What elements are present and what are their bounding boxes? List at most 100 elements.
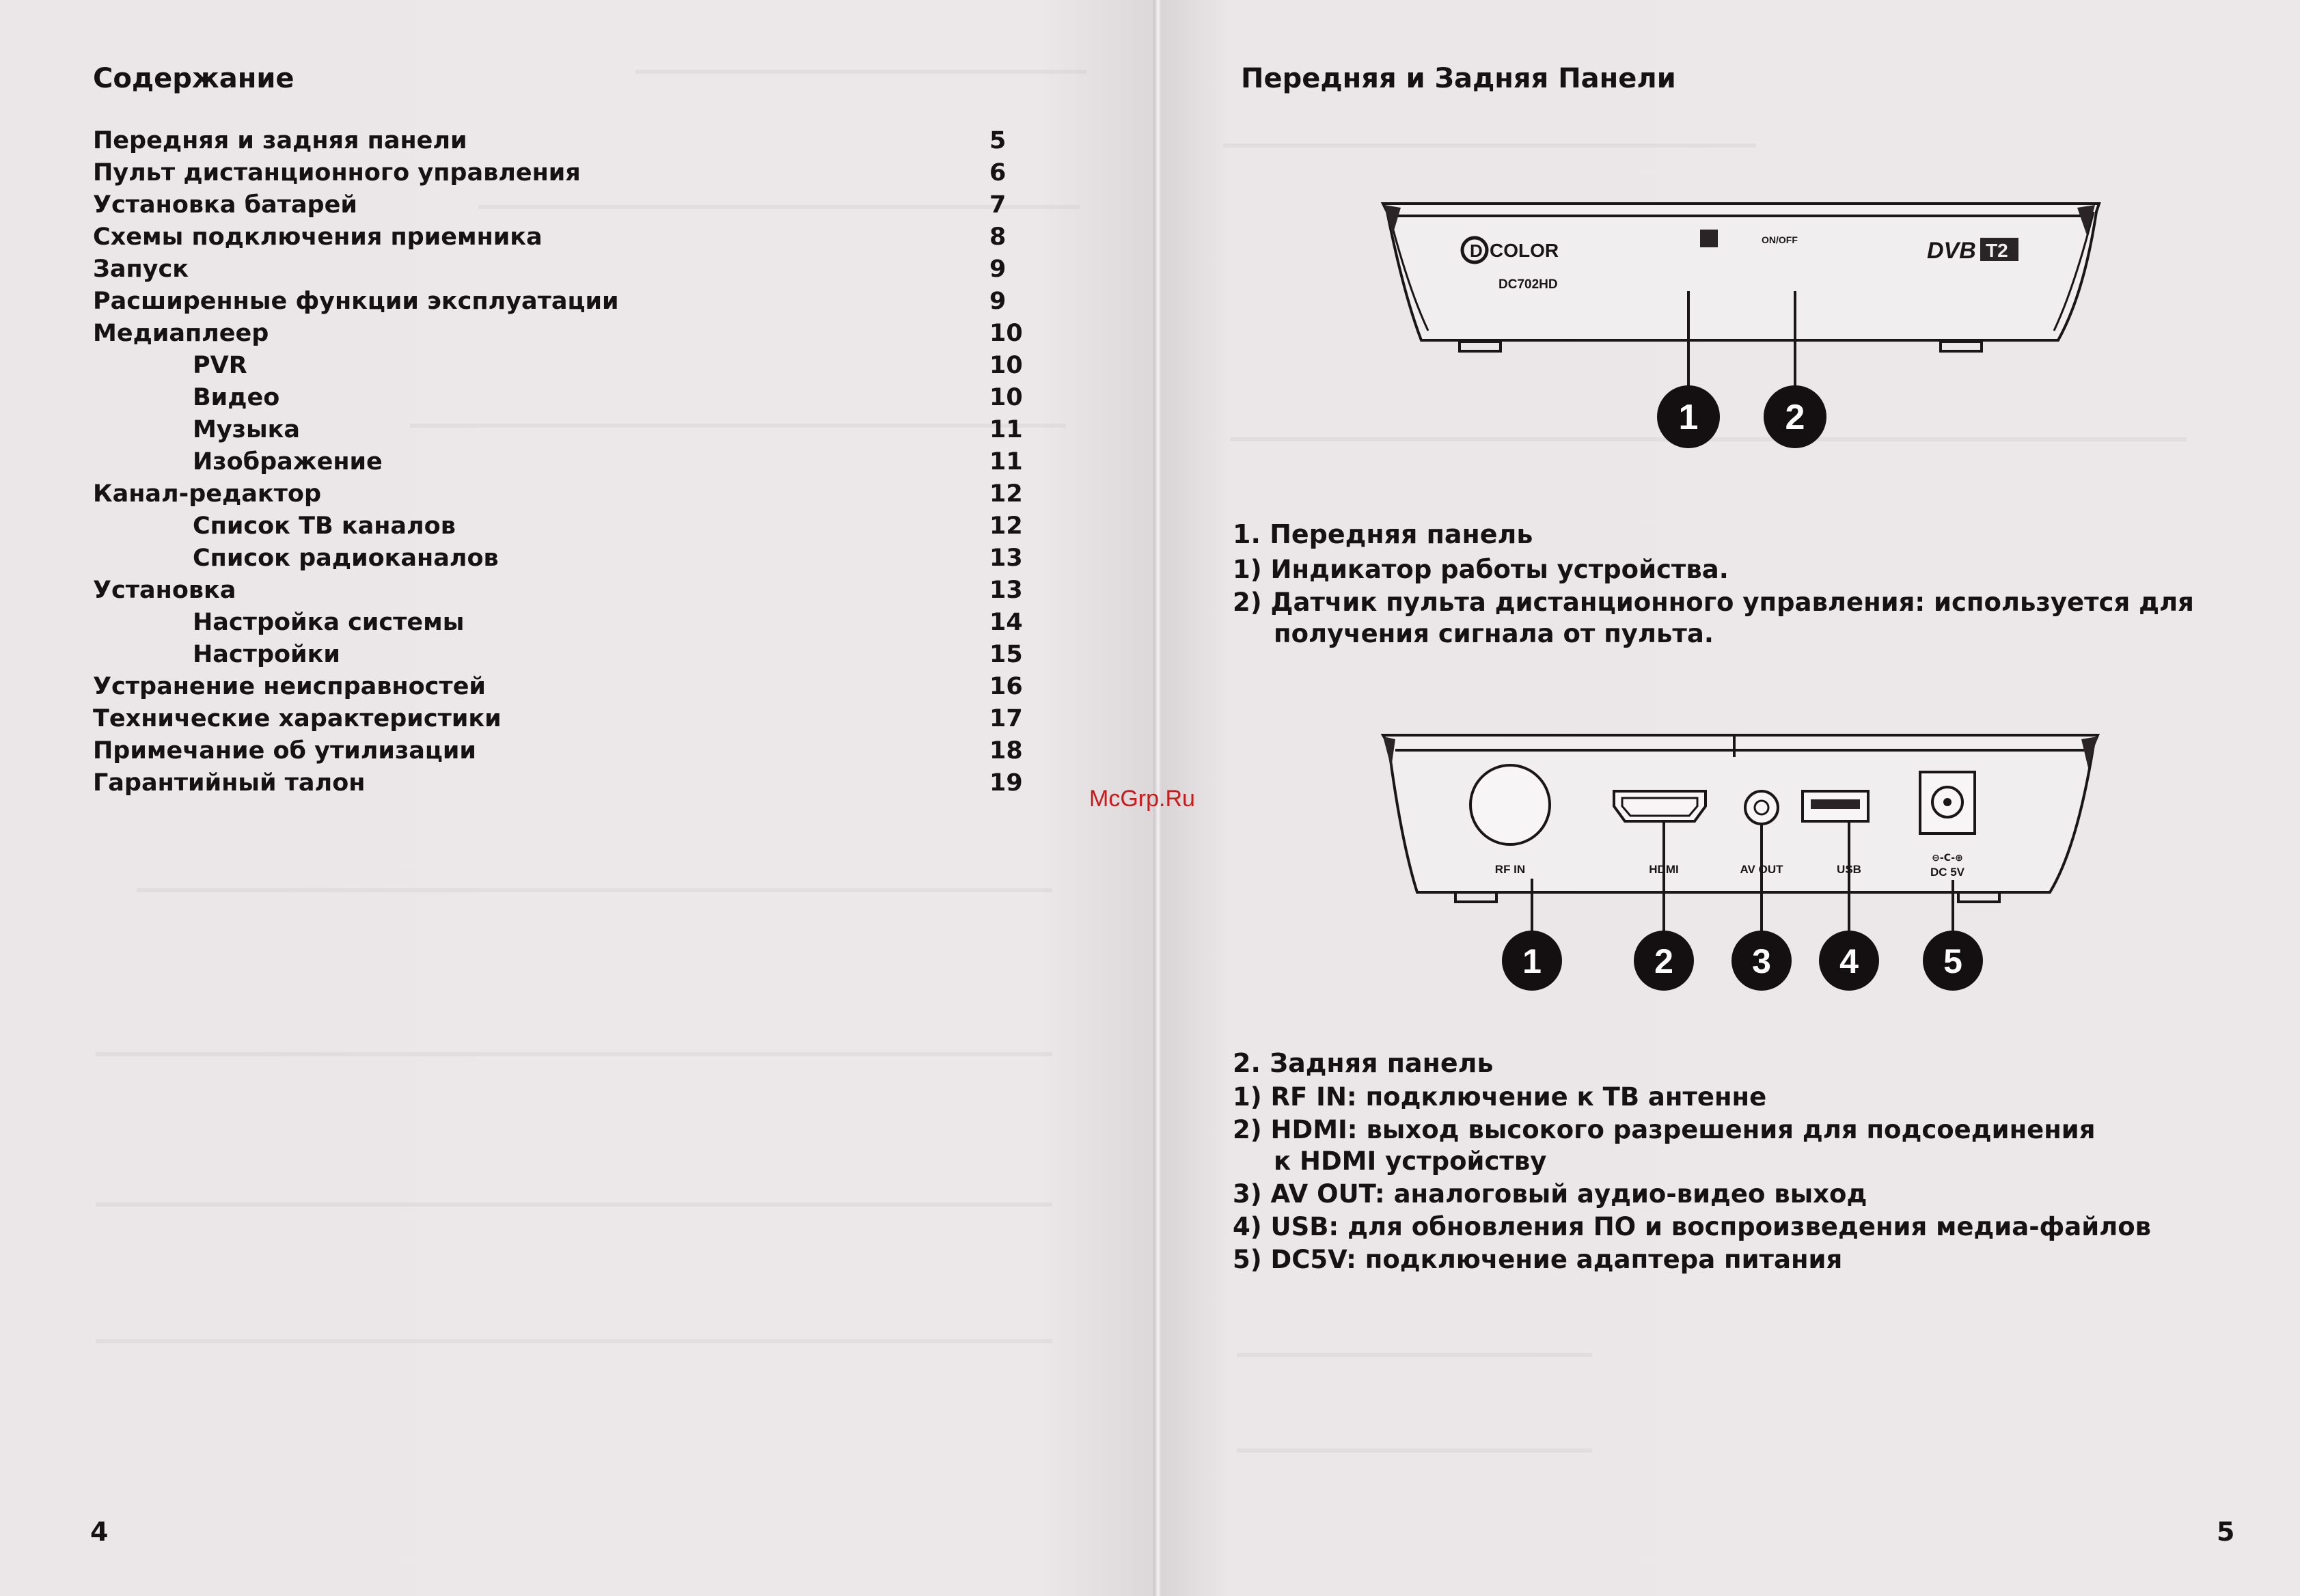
onoff-label: ON/OFF xyxy=(1762,234,1798,245)
front-callout-1: 1 xyxy=(1657,385,1720,448)
toc-entry: Установка батарей 7 xyxy=(93,191,1036,223)
av-out-port xyxy=(1744,790,1779,825)
toc-entry: Музыка 11 xyxy=(93,416,1036,448)
toc-entry-page: 16 xyxy=(989,673,1023,700)
toc-entry: Примечание об утилизации 18 xyxy=(93,737,1036,769)
svg-text:1: 1 xyxy=(1522,942,1542,980)
toc-entry-page: 8 xyxy=(989,223,1007,251)
toc-entry-page: 9 xyxy=(989,256,1007,283)
toc-entry: Изображение 11 xyxy=(93,448,1036,480)
toc-entry-label: Установка xyxy=(93,577,236,604)
toc-entry-label: PVR xyxy=(193,352,247,379)
toc-entry: PVR 10 xyxy=(93,352,1036,384)
svg-text:T2: T2 xyxy=(1986,240,2008,261)
toc-entry-label: Примечание об утилизации xyxy=(93,737,476,765)
toc-entry-page: 11 xyxy=(989,416,1023,443)
toc-entry-page: 10 xyxy=(989,320,1023,347)
toc-entry-label: Запуск xyxy=(93,256,189,283)
toc-entry: Схемы подключения приемника 8 xyxy=(93,223,1036,256)
rear-callout-5: 5 xyxy=(1923,931,1983,991)
toc-entry-label: Расширенные функции эксплуатации xyxy=(93,288,619,315)
toc-entry-label: Схемы подключения приемника xyxy=(93,223,543,251)
rear-callout-3: 3 xyxy=(1731,931,1792,991)
front-item-2: 2) Датчик пульта дистанционного управлен… xyxy=(1233,588,2194,617)
toc-entry-page: 7 xyxy=(989,191,1007,219)
front-panel-heading: 1. Передняя панель xyxy=(1233,519,1533,549)
toc-entry: Видео 10 xyxy=(93,384,1036,416)
toc-entry: Устранение неисправностей 16 xyxy=(93,673,1036,705)
toc-entry: Медиаплеер 10 xyxy=(93,320,1036,352)
toc-entry-page: 18 xyxy=(989,737,1023,765)
toc-entry-label: Изображение xyxy=(193,448,383,476)
toc-entry-page: 17 xyxy=(989,705,1023,732)
dvb-logo: DVB xyxy=(1927,238,1976,264)
toc-entry-label: Настройка системы xyxy=(193,609,465,636)
svg-text:2: 2 xyxy=(1785,398,1805,437)
toc-entry-page: 12 xyxy=(989,512,1023,540)
rear-item-5: 5) DC5V: подключение адаптера питания xyxy=(1233,1245,1843,1274)
toc-entry-label: Установка батарей xyxy=(93,191,357,219)
svg-text:2: 2 xyxy=(1654,942,1673,980)
toc-entry: Расширенные функции эксплуатации 9 xyxy=(93,288,1036,320)
svg-text:⊖-C-⊕: ⊖-C-⊕ xyxy=(1932,853,1963,864)
front-item-2-cont: получения сигнала от пульта. xyxy=(1274,619,1714,648)
watermark-text: McGrp.Ru xyxy=(1089,786,1195,812)
rear-panel-diagram: RF IN HDMI AV OUT USB ⊖-C-⊕ DC 5V 1 xyxy=(1380,734,2100,991)
toc-entry-page: 5 xyxy=(989,127,1007,154)
right-page-title: Передняя и Задняя Панели xyxy=(1241,63,1676,94)
toc-title: Содержание xyxy=(93,63,295,94)
toc-entry: Запуск 9 xyxy=(93,256,1036,288)
svg-text:RF IN: RF IN xyxy=(1495,863,1525,876)
toc-entry-page: 10 xyxy=(989,384,1023,411)
svg-text:DC 5V: DC 5V xyxy=(1930,866,1965,879)
toc-entry: Гарантийный талон 19 xyxy=(93,769,1036,801)
toc-entry-page: 14 xyxy=(989,609,1023,636)
toc-entry-page: 9 xyxy=(989,288,1007,315)
svg-text:5: 5 xyxy=(1943,942,1962,980)
toc-entry-label: Гарантийный талон xyxy=(93,769,366,797)
toc-entry: Настройка системы 14 xyxy=(93,609,1036,641)
toc-entry: Технические характеристики 17 xyxy=(93,705,1036,737)
rear-callout-2: 2 xyxy=(1634,931,1694,991)
power-indicator xyxy=(1700,230,1718,247)
rear-item-1: 1) RF IN: подключение к ТВ антенне xyxy=(1233,1082,1767,1112)
toc-entry-label: Пульт дистанционного управления xyxy=(93,159,581,187)
toc-entry-page: 11 xyxy=(989,448,1023,476)
front-item-1: 1) Индикатор работы устройства. xyxy=(1233,555,1729,584)
toc-entry-page: 6 xyxy=(989,159,1007,187)
toc-entry-label: Настройки xyxy=(193,641,340,668)
toc-entry-label: Устранение неисправностей xyxy=(93,673,486,700)
svg-text:1: 1 xyxy=(1679,398,1699,437)
t2-badge xyxy=(1980,238,2018,261)
model-label: DC702HD xyxy=(1498,277,1558,292)
front-panel-diagram: D COLOR DC702HD ON/OFF DVB T2 1 2 xyxy=(1380,202,2101,448)
toc-entry-label: Технические характеристики xyxy=(93,705,502,732)
rear-item-3: 3) AV OUT: аналоговый аудио-видео выход xyxy=(1233,1179,1867,1209)
toc-entry-label: Медиаплеер xyxy=(93,320,269,347)
rear-item-4: 4) USB: для обновления ПО и воспроизведе… xyxy=(1233,1212,2152,1241)
rear-item-2: 2) HDMI: выход высокого разрешения для п… xyxy=(1233,1115,2096,1144)
toc-entry-label: Видео xyxy=(193,384,280,411)
toc-entry-label: Музыка xyxy=(193,416,301,443)
rear-item-2-cont: к HDMI устройству xyxy=(1274,1146,1547,1176)
rear-callout-1: 1 xyxy=(1502,931,1562,991)
right-page-number: 5 xyxy=(2217,1517,2235,1547)
toc-entry-page: 19 xyxy=(989,769,1023,797)
svg-text:D: D xyxy=(1470,240,1483,261)
toc-entry-page: 12 xyxy=(989,480,1023,508)
toc-entry-page: 10 xyxy=(989,352,1023,379)
rear-panel-heading: 2. Задняя панель xyxy=(1233,1048,1494,1078)
brand-logo-icon xyxy=(1460,236,1489,264)
book-spine xyxy=(1153,0,1163,1596)
toc-entry-page: 13 xyxy=(989,545,1023,572)
svg-text:3: 3 xyxy=(1752,942,1771,980)
svg-text:4: 4 xyxy=(1839,942,1859,980)
toc-entry: Пульт дистанционного управления 6 xyxy=(93,159,1036,191)
left-page-number: 4 xyxy=(90,1517,109,1547)
